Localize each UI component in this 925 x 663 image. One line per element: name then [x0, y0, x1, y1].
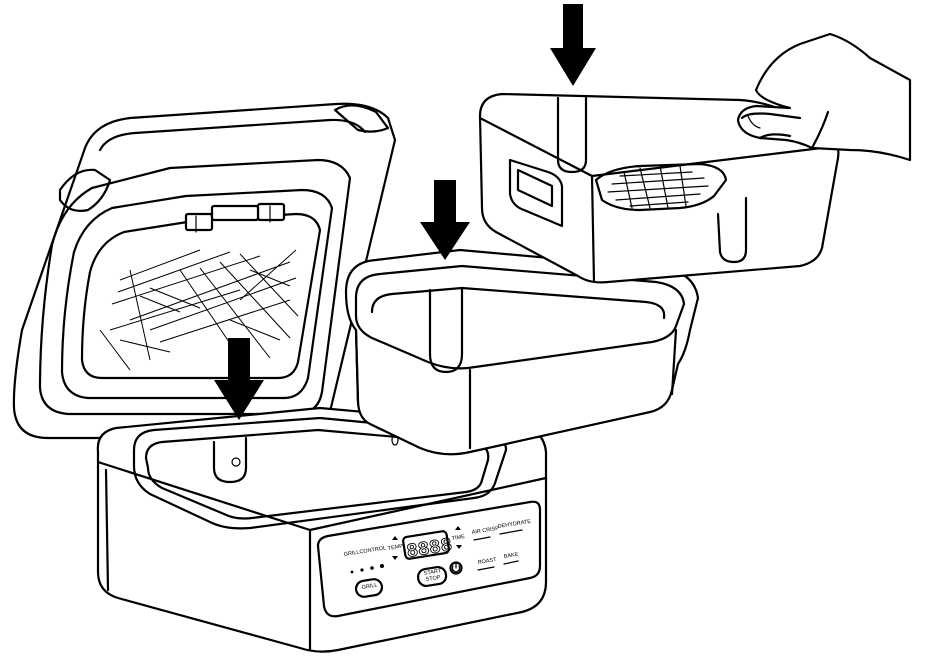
svg-text:ROAST: ROAST — [477, 557, 497, 566]
grill-base: GRILLCONTROL 8888 TEMP TIME AIR CRISP DE… — [96, 406, 548, 653]
power-button[interactable] — [449, 561, 463, 575]
crisper-basket — [478, 92, 840, 284]
lid-window — [80, 212, 322, 380]
air-crisp-button[interactable]: AIR CRISP — [471, 526, 500, 541]
hand-holding-basket — [736, 32, 912, 162]
insert-arrow-lower — [214, 338, 264, 420]
start-stop-button[interactable]: START STOP — [416, 565, 448, 588]
bake-button[interactable]: BAKE — [503, 552, 519, 565]
grill-lid — [12, 102, 397, 440]
lid-latch — [184, 202, 286, 233]
svg-text:GRILL: GRILL — [361, 583, 378, 591]
power-icon — [451, 563, 461, 573]
grill-pot-insert — [344, 248, 700, 456]
svg-text:STOP: STOP — [425, 575, 441, 583]
time-label: TIME — [451, 534, 465, 542]
temp-label: TEMP — [387, 544, 403, 552]
basket-grate — [594, 162, 728, 212]
insert-arrow-top — [550, 4, 596, 86]
roast-button[interactable]: ROAST — [477, 557, 498, 571]
dehydrate-button[interactable]: DEHYDRATE — [497, 519, 532, 535]
insert-arrow-middle — [420, 180, 470, 260]
svg-text:START: START — [423, 568, 442, 577]
control-panel: GRILLCONTROL 8888 TEMP TIME AIR CRISP DE… — [316, 500, 542, 618]
svg-text:BAKE: BAKE — [503, 552, 519, 560]
grill-button[interactable]: GRILL — [354, 578, 384, 598]
svg-text:AIR CRISP: AIR CRISP — [471, 526, 499, 536]
cooking-pot — [132, 416, 508, 530]
status-lights — [350, 564, 384, 574]
svg-text:DEHYDRATE: DEHYDRATE — [497, 519, 531, 530]
